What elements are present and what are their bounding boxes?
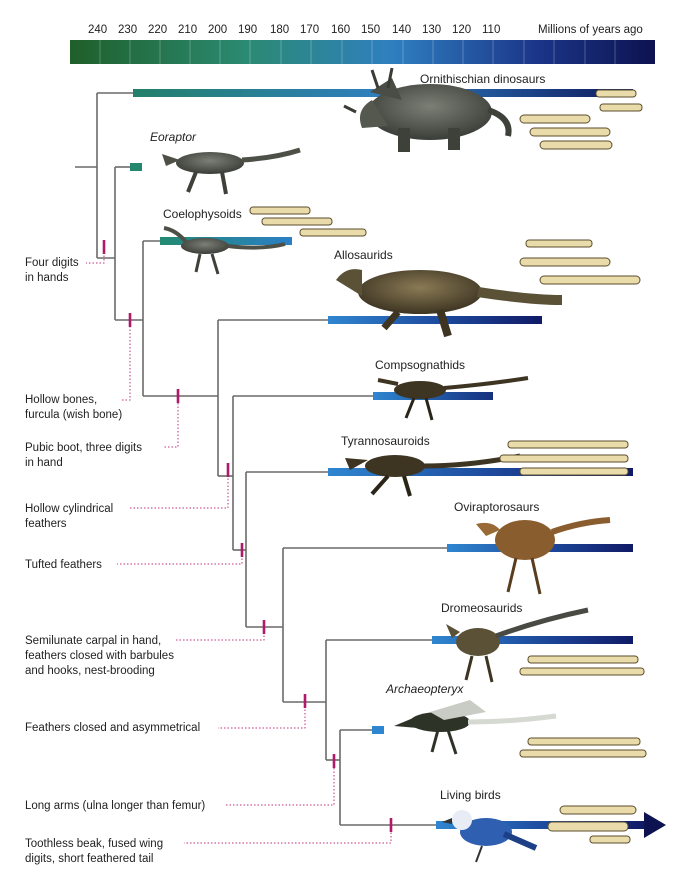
dromaeosaur-illustration bbox=[446, 607, 589, 683]
coelophysis-illustration bbox=[163, 226, 286, 275]
allosaurus-illustration bbox=[336, 269, 563, 338]
trait-label-toothless: Toothless beak, fused wing digits, short… bbox=[25, 838, 164, 865]
range-bar-dromeosaurids bbox=[432, 636, 633, 644]
tick-label-170: 170 bbox=[300, 24, 320, 36]
clade-label-eoraptor: Eoraptor bbox=[150, 130, 197, 144]
range-bar-eoraptor bbox=[130, 163, 142, 171]
compsognathus-illustration bbox=[377, 376, 529, 421]
tick-label-180: 180 bbox=[270, 24, 290, 36]
archaeopteryx-illustration bbox=[394, 700, 557, 755]
timescale-unit-label: Millions of years ago bbox=[538, 24, 643, 36]
tick-label-110: 110 bbox=[482, 24, 501, 36]
tick-label-240: 240 bbox=[88, 24, 108, 36]
tick-label-130: 130 bbox=[422, 24, 442, 36]
trait-label-long-arms: Long arms (ulna longer than femur) bbox=[25, 800, 206, 812]
timescale-segment-dividers bbox=[99, 40, 616, 64]
tick-label-190: 190 bbox=[238, 24, 258, 36]
clade-label-ornithischian: Ornithischian dinosaurs bbox=[420, 72, 546, 86]
tick-label-160: 160 bbox=[331, 24, 351, 36]
clade-label-coelophysoids: Coelophysoids bbox=[163, 207, 242, 221]
trait-markers bbox=[102, 240, 393, 832]
tick-label-200: 200 bbox=[208, 24, 228, 36]
trait-label-four-digits: Four digits in hands bbox=[25, 257, 79, 284]
clade-label-tyrannosauroids: Tyrannosauroids bbox=[341, 434, 430, 448]
oviraptor-illustration bbox=[476, 517, 611, 595]
clade-label-compsognathids: Compsognathids bbox=[375, 358, 466, 372]
trait-label-semilunate: Semilunate carpal in hand, feathers clos… bbox=[25, 635, 174, 677]
hand-skeleton-archaeopteryx bbox=[519, 737, 647, 758]
hand-skeleton-allosaurids bbox=[519, 239, 641, 285]
living-birds-arrowhead bbox=[644, 812, 666, 838]
hand-skeleton-tyrannosauroids bbox=[499, 440, 629, 476]
ceratopsian-illustration bbox=[343, 67, 512, 152]
clade-label-archaeopteryx: Archaeopteryx bbox=[386, 682, 464, 696]
clade-label-oviraptorosaurs: Oviraptorosaurs bbox=[454, 500, 540, 514]
tick-label-230: 230 bbox=[118, 24, 138, 36]
range-bar-tyrannosauroids bbox=[328, 468, 633, 476]
hand-skeleton-ornithischian bbox=[519, 89, 643, 150]
tick-label-120: 120 bbox=[452, 24, 472, 36]
trait-label-pubic-boot: Pubic boot, three digits in hand bbox=[25, 442, 142, 469]
tick-label-150: 150 bbox=[361, 24, 381, 36]
clade-label-living-birds: Living birds bbox=[440, 788, 501, 802]
range-bar-allosaurids bbox=[328, 316, 542, 324]
clade-label-dromeosaurids: Dromeosaurids bbox=[441, 601, 523, 615]
range-bar-coelophysoids bbox=[160, 237, 292, 245]
trait-label-hollow-feathers: Hollow cylindrical feathers bbox=[25, 503, 114, 530]
trait-leader-lines bbox=[86, 252, 392, 844]
hand-skeleton-dromeosaurids bbox=[519, 655, 645, 676]
trait-label-tufted: Tufted feathers bbox=[25, 559, 102, 571]
range-bar-archaeopteryx bbox=[372, 726, 384, 734]
tick-label-210: 210 bbox=[178, 24, 198, 36]
tick-label-220: 220 bbox=[148, 24, 168, 36]
trait-label-hollow-bones: Hollow bones, furcula (wish bone) bbox=[25, 394, 123, 421]
blue-jay-illustration bbox=[442, 810, 538, 863]
trait-label-asymmetrical: Feathers closed and asymmetrical bbox=[25, 722, 201, 734]
hand-skeleton-living-birds bbox=[547, 805, 637, 844]
phylogeny-tree-lines bbox=[75, 92, 447, 826]
eoraptor-illustration bbox=[162, 147, 301, 195]
tick-label-140: 140 bbox=[392, 24, 412, 36]
timescale-gradient-bar bbox=[70, 40, 655, 64]
hand-skeleton-coelophysoids bbox=[249, 206, 367, 237]
range-bar-living-birds bbox=[436, 821, 644, 829]
clade-label-allosaurids: Allosaurids bbox=[334, 248, 393, 262]
